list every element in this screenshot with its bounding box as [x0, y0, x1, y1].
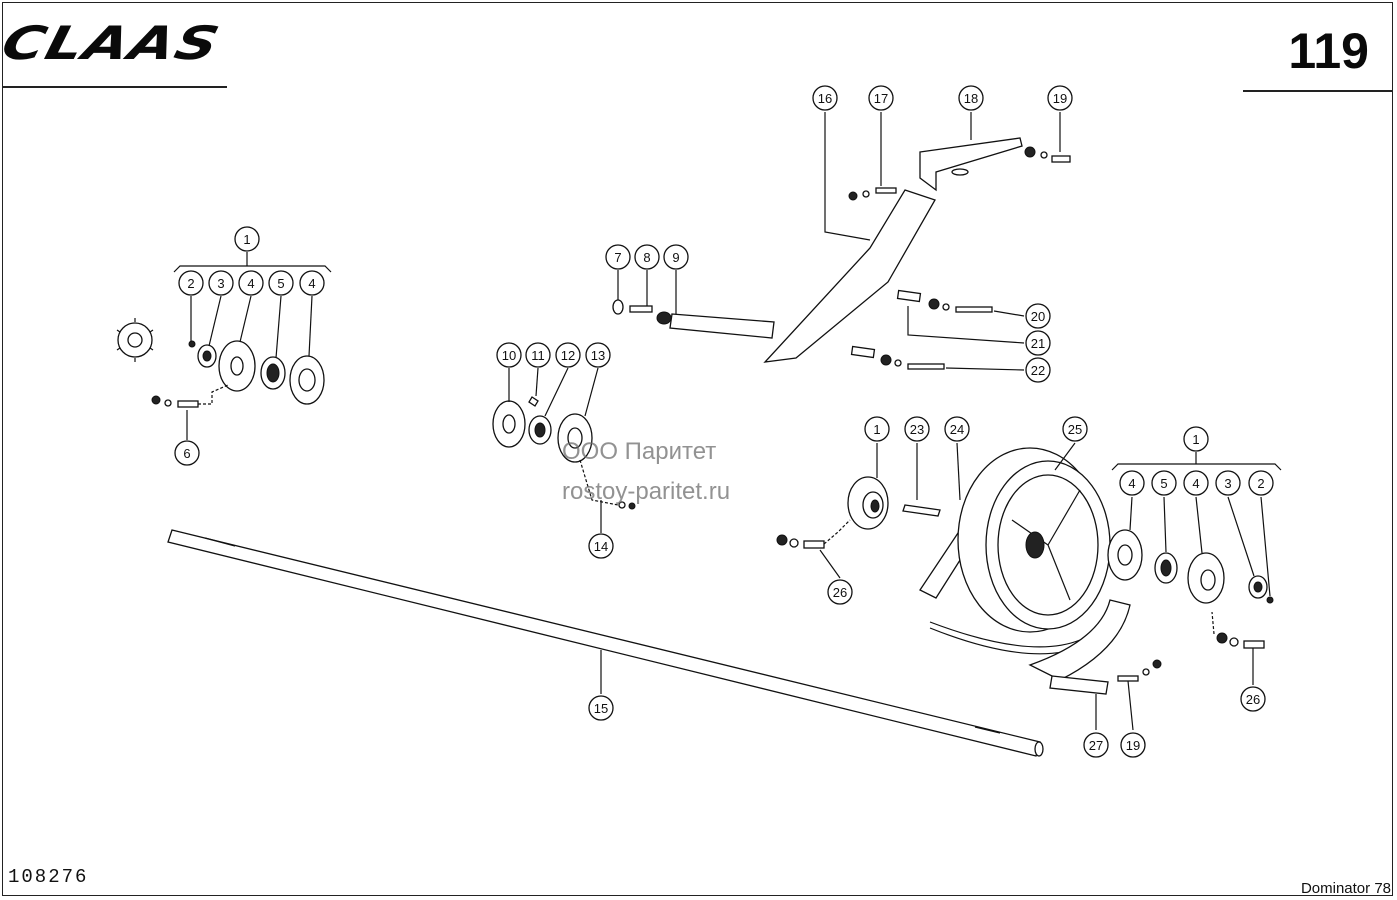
svg-text:2: 2	[187, 276, 194, 291]
svg-text:12: 12	[561, 348, 575, 363]
callout-20: 20	[1025, 303, 1051, 329]
callout-22: 22	[1025, 357, 1051, 383]
svg-text:22: 22	[1031, 363, 1045, 378]
callout-17: 17	[868, 85, 894, 111]
callout-19b: 19	[1120, 732, 1146, 758]
svg-text:10: 10	[502, 348, 516, 363]
callout-8: 8	[634, 244, 660, 270]
svg-text:9: 9	[672, 250, 679, 265]
svg-text:16: 16	[818, 91, 832, 106]
callout-26b: 26	[1240, 686, 1266, 712]
svg-text:2: 2	[1257, 476, 1264, 491]
callout-27: 27	[1083, 732, 1109, 758]
key-part	[902, 504, 941, 517]
svg-text:18: 18	[964, 91, 978, 106]
hub-part	[776, 476, 889, 549]
callout-2a: 2	[178, 270, 204, 296]
callout-3a: 3	[208, 270, 234, 296]
pulley-part	[957, 447, 1111, 633]
svg-text:4: 4	[1128, 476, 1135, 491]
callout-4a: 4	[238, 270, 264, 296]
svg-text:8: 8	[643, 250, 650, 265]
callout-6: 6	[174, 440, 200, 466]
callout-13: 13	[585, 342, 611, 368]
callout-21: 21	[1025, 330, 1051, 356]
drawing-number: 108276	[8, 866, 89, 888]
callout-1c: 1	[1183, 426, 1209, 452]
svg-text:26: 26	[1246, 692, 1260, 707]
callout-26a: 26	[827, 579, 853, 605]
svg-text:6: 6	[183, 446, 190, 461]
svg-text:24: 24	[950, 422, 964, 437]
callout-9: 9	[663, 244, 689, 270]
svg-text:7: 7	[614, 250, 621, 265]
callout-5b: 5	[1151, 470, 1177, 496]
callout-11: 11	[525, 342, 551, 368]
callout-4b: 4	[299, 270, 325, 296]
svg-text:4: 4	[247, 276, 254, 291]
svg-text:5: 5	[1160, 476, 1167, 491]
svg-text:13: 13	[591, 348, 605, 363]
svg-text:11: 11	[531, 348, 545, 363]
bearing-assembly-right	[1107, 529, 1274, 649]
bearing-assembly-left	[151, 340, 325, 408]
leader-lines	[173, 252, 1282, 731]
callout-23: 23	[904, 416, 930, 442]
callout-2b: 2	[1248, 470, 1274, 496]
callout-15: 15	[588, 695, 614, 721]
svg-text:26: 26	[833, 585, 847, 600]
svg-text:23: 23	[910, 422, 924, 437]
svg-text:3: 3	[217, 276, 224, 291]
callout-10: 10	[496, 342, 522, 368]
svg-text:25: 25	[1068, 422, 1082, 437]
svg-text:14: 14	[594, 539, 608, 554]
logo-underline	[2, 86, 227, 88]
svg-text:1: 1	[1192, 432, 1199, 447]
callout-19a: 19	[1047, 85, 1073, 111]
svg-text:3: 3	[1224, 476, 1231, 491]
link-rod-part	[612, 270, 775, 339]
callout-5a: 5	[268, 270, 294, 296]
callout-7: 7	[605, 244, 631, 270]
svg-text:21: 21	[1031, 336, 1045, 351]
svg-text:17: 17	[874, 91, 888, 106]
callout-4c: 4	[1119, 470, 1145, 496]
callout-1b: 1	[864, 416, 890, 442]
belt-guard-part	[1028, 599, 1162, 695]
callout-14: 14	[588, 533, 614, 559]
watermark-company: ООО Паритет	[562, 438, 717, 465]
svg-text:19: 19	[1126, 738, 1140, 753]
callout-12: 12	[555, 342, 581, 368]
svg-text:4: 4	[1192, 476, 1199, 491]
callout-16: 16	[812, 85, 838, 111]
callout-3b: 3	[1215, 470, 1241, 496]
tensioner-arm-part	[763, 112, 1071, 371]
bearing-assembly-middle	[492, 396, 636, 510]
svg-text:1: 1	[243, 232, 250, 247]
callout-1a: 1	[234, 226, 260, 252]
callout-25: 25	[1062, 416, 1088, 442]
model-name: Dominator 78	[1300, 880, 1391, 897]
svg-text:20: 20	[1031, 309, 1045, 324]
svg-text:5: 5	[277, 276, 284, 291]
svg-text:19: 19	[1053, 91, 1067, 106]
callout-4d: 4	[1183, 470, 1209, 496]
page-number: 119	[1288, 23, 1369, 79]
svg-text:15: 15	[594, 701, 608, 716]
svg-text:4: 4	[308, 276, 315, 291]
page-number-underline	[1243, 90, 1393, 92]
svg-text:27: 27	[1089, 738, 1103, 753]
svg-text:1: 1	[873, 422, 880, 437]
callout-18: 18	[958, 85, 984, 111]
callout-24: 24	[944, 416, 970, 442]
shaft-part	[167, 529, 1044, 757]
sprocket-part	[116, 318, 154, 362]
watermark-website: rostoy-paritet.ru	[562, 478, 731, 505]
